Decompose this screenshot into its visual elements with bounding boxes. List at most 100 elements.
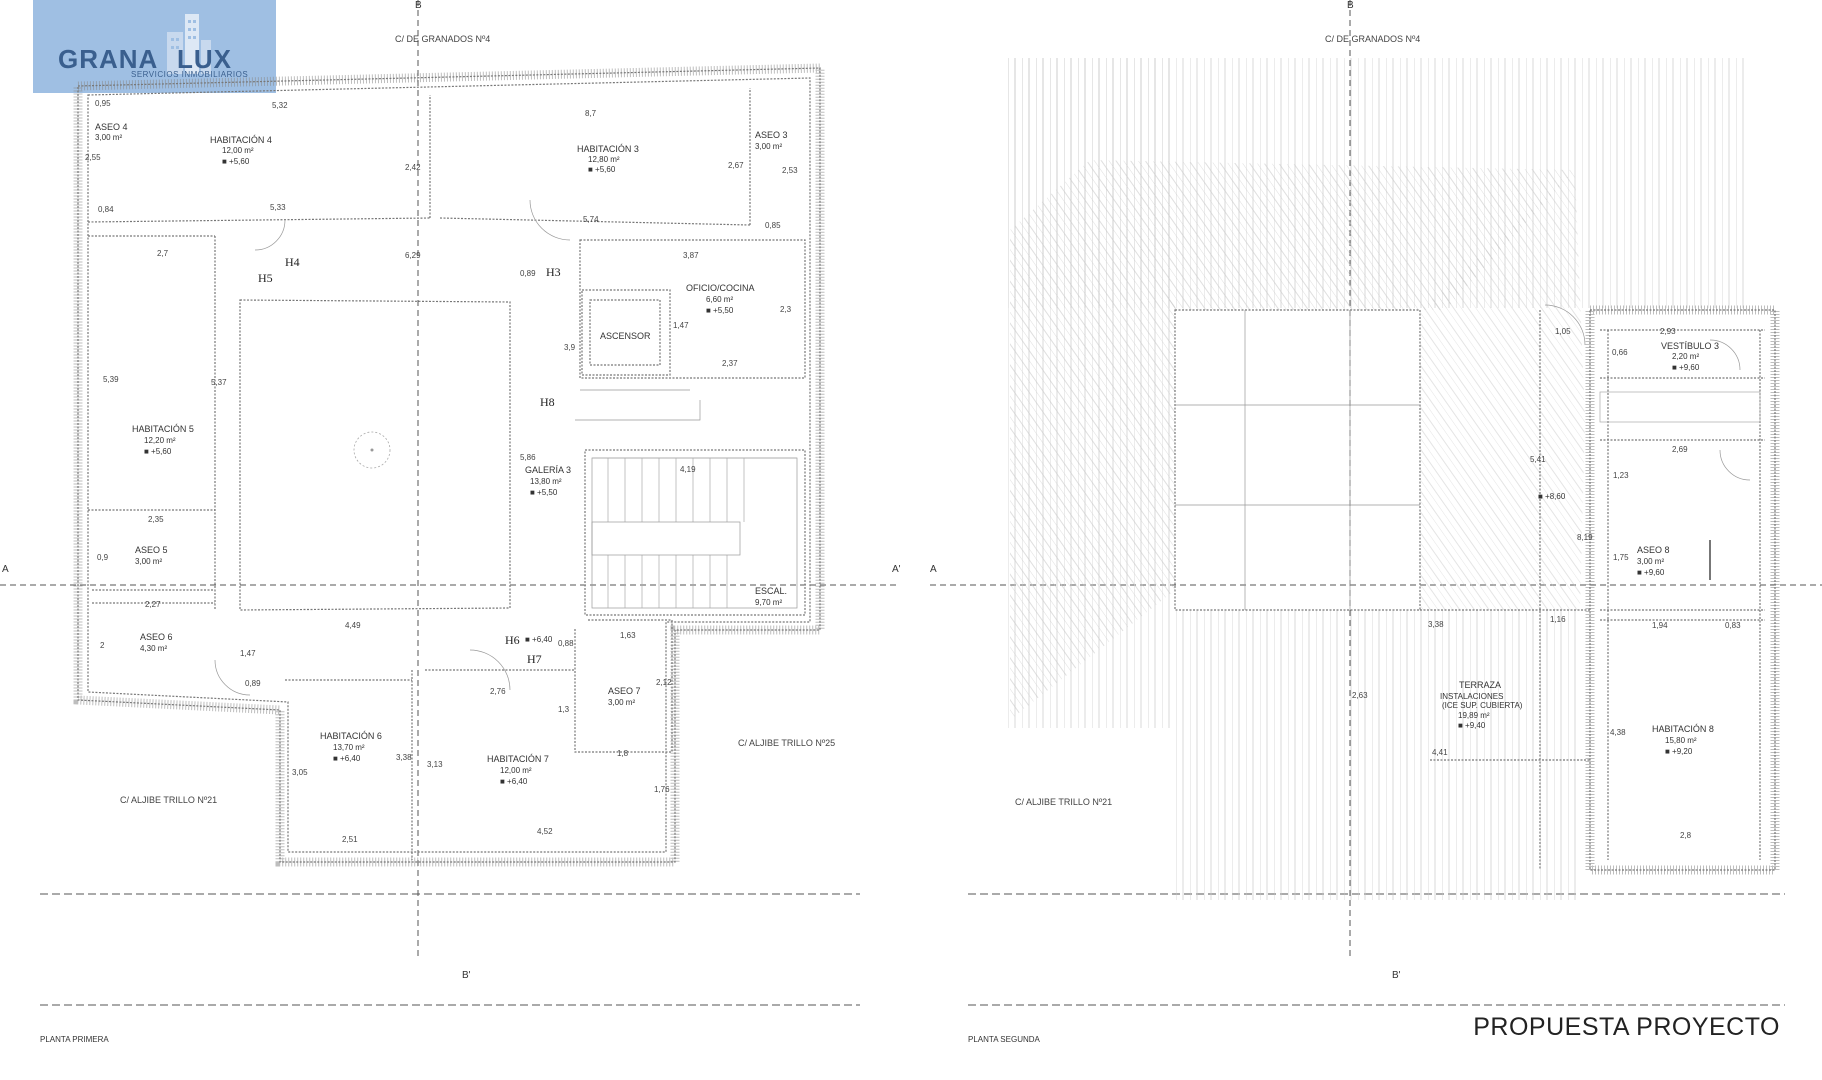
h-mark-h4: H4 xyxy=(285,255,300,269)
room-area: 6,60 m² xyxy=(706,295,733,304)
room-name: ASEO 7 xyxy=(608,686,641,696)
room-area: 3,00 m² xyxy=(95,133,122,142)
room-area: 13,70 m² xyxy=(333,743,365,752)
labels: B B B' B' A A' A C/ DE GRANADOS Nº4 C/ D… xyxy=(2,0,1741,1044)
logo-tagline: SERVICIOS INMOBILIARIOS xyxy=(131,70,249,79)
plan1-footer: PLANTA PRIMERA xyxy=(40,1035,109,1044)
stairs xyxy=(575,389,798,609)
room-level: ■ +5,60 xyxy=(588,165,616,174)
dim-label: 3,87 xyxy=(683,251,699,260)
dim-label: 2,3 xyxy=(780,305,792,314)
dim-label: 4,38 xyxy=(1610,728,1626,737)
building-icon xyxy=(167,14,211,74)
dim-label: 6,29 xyxy=(405,251,421,260)
logo-brand-text: GRANA LUX xyxy=(58,44,232,74)
dim-label: 2,55 xyxy=(85,153,101,162)
dim-label: 0,88 xyxy=(558,639,574,648)
room-name: OFICIO/COCINA xyxy=(686,283,755,293)
plan2-footer: PLANTA SEGUNDA xyxy=(968,1035,1041,1044)
dim-label: 0,95 xyxy=(95,99,111,108)
dim-label: 2,8 xyxy=(1680,831,1692,840)
dim-label: 2,27 xyxy=(145,600,161,609)
room-area: 12,80 m² xyxy=(588,155,620,164)
dim-label: 0,83 xyxy=(1725,621,1741,630)
dim-label: 5,33 xyxy=(270,203,286,212)
h-mark-h6: H6 xyxy=(505,633,520,647)
dim-label: 1,63 xyxy=(620,631,636,640)
dim-label: 1,23 xyxy=(1613,471,1629,480)
room-name: HABITACIÓN 3 xyxy=(577,144,639,154)
room-area: 3,00 m² xyxy=(755,142,782,151)
dim-label: 2,35 xyxy=(148,515,164,524)
level-h6: ■ +6,40 xyxy=(525,635,553,644)
room-name: ASEO 3 xyxy=(755,130,788,140)
dim-label: 4,52 xyxy=(537,827,553,836)
h-mark-h5: H5 xyxy=(258,271,273,285)
room-name: HABITACIÓN 6 xyxy=(320,731,382,741)
room-level: ■ +5,60 xyxy=(144,447,172,456)
room-name: VESTÍBULO 3 xyxy=(1661,341,1719,351)
street-granados: C/ DE GRANADOS Nº4 xyxy=(395,34,490,44)
street-aljibe25: C/ ALJIBE TRILLO Nº25 xyxy=(738,738,835,748)
room-level: ■ +5,50 xyxy=(706,306,734,315)
street-aljibe21: C/ ALJIBE TRILLO Nº21 xyxy=(120,795,217,805)
section-mark-b: B xyxy=(415,0,422,11)
room-name: ASEO 8 xyxy=(1637,545,1670,555)
dim-label: 3,38 xyxy=(396,753,412,762)
room-area: 13,80 m² xyxy=(530,477,562,486)
dim-label: 2,51 xyxy=(342,835,358,844)
dim-label: 1,76 xyxy=(654,785,670,794)
dim-label: 8,19 xyxy=(1577,533,1593,542)
room-area: 4,30 m² xyxy=(140,644,167,653)
room-area: 2,20 m² xyxy=(1672,352,1699,361)
section-mark-b-2: B xyxy=(1347,0,1354,11)
room-name: ASCENSOR xyxy=(600,331,651,341)
room-level: ■ +5,50 xyxy=(530,488,558,497)
room-area: 12,00 m² xyxy=(222,146,254,155)
room-level: ■ +9,20 xyxy=(1665,747,1693,756)
room-name: GALERÍA 3 xyxy=(525,465,571,475)
room-level: ■ +9,60 xyxy=(1672,363,1700,372)
dim-label: 4,41 xyxy=(1432,748,1448,757)
dim-label: 2,76 xyxy=(490,687,506,696)
room-name: ASEO 5 xyxy=(135,545,168,555)
room-level: ■ +9,60 xyxy=(1637,568,1665,577)
room-area: 19,89 m² xyxy=(1458,711,1490,720)
room-name: ESCAL. xyxy=(755,586,787,596)
dim-label: 0,89 xyxy=(245,679,261,688)
room-area: 15,80 m² xyxy=(1665,736,1697,745)
room-name: ASEO 4 xyxy=(95,122,128,132)
dim-label: 1,94 xyxy=(1652,621,1668,630)
dim-label: 5,41 xyxy=(1530,455,1546,464)
dim-label: 1,47 xyxy=(240,649,256,658)
room-name: HABITACIÓN 4 xyxy=(210,135,272,145)
level-gallery: ■ +8,60 xyxy=(1538,492,1566,501)
project-title: PROPUESTA PROYECTO xyxy=(1473,1013,1780,1041)
room-sub: INSTALACIONES xyxy=(1440,692,1503,701)
room-name: TERRAZA xyxy=(1459,680,1501,690)
dim-label: 1,3 xyxy=(558,705,570,714)
street-aljibe21-2: C/ ALJIBE TRILLO Nº21 xyxy=(1015,797,1112,807)
section-mark-a-prime: A' xyxy=(892,564,901,575)
dim-label: 2,53 xyxy=(782,166,798,175)
room-level: ■ +9,40 xyxy=(1458,721,1486,730)
dim-label: 0,66 xyxy=(1612,348,1628,357)
room-level: ■ +5,60 xyxy=(222,157,250,166)
dim-label: 0,84 xyxy=(98,205,114,214)
plan-segunda xyxy=(930,0,1822,1006)
dimensions-plan2: 2,93 1,05 0,66 2,69 5,41 1,23 8,19 1,75 … xyxy=(1352,327,1741,840)
dim-label: 4,19 xyxy=(680,465,696,474)
dim-label: 2 xyxy=(100,641,105,650)
dim-label: 2,63 xyxy=(1352,691,1368,700)
room-name: HABITACIÓN 7 xyxy=(487,754,549,764)
dim-label: 2,69 xyxy=(1672,445,1688,454)
dim-label: 1,8 xyxy=(617,749,629,758)
section-mark-a: A xyxy=(2,564,9,575)
dim-label: 3,13 xyxy=(427,760,443,769)
h-mark-h8: H8 xyxy=(540,395,555,409)
room-area: 3,00 m² xyxy=(608,698,635,707)
dim-label: 5,74 xyxy=(583,215,599,224)
dim-label: 2,93 xyxy=(1660,327,1676,336)
room-area: 12,00 m² xyxy=(500,766,532,775)
